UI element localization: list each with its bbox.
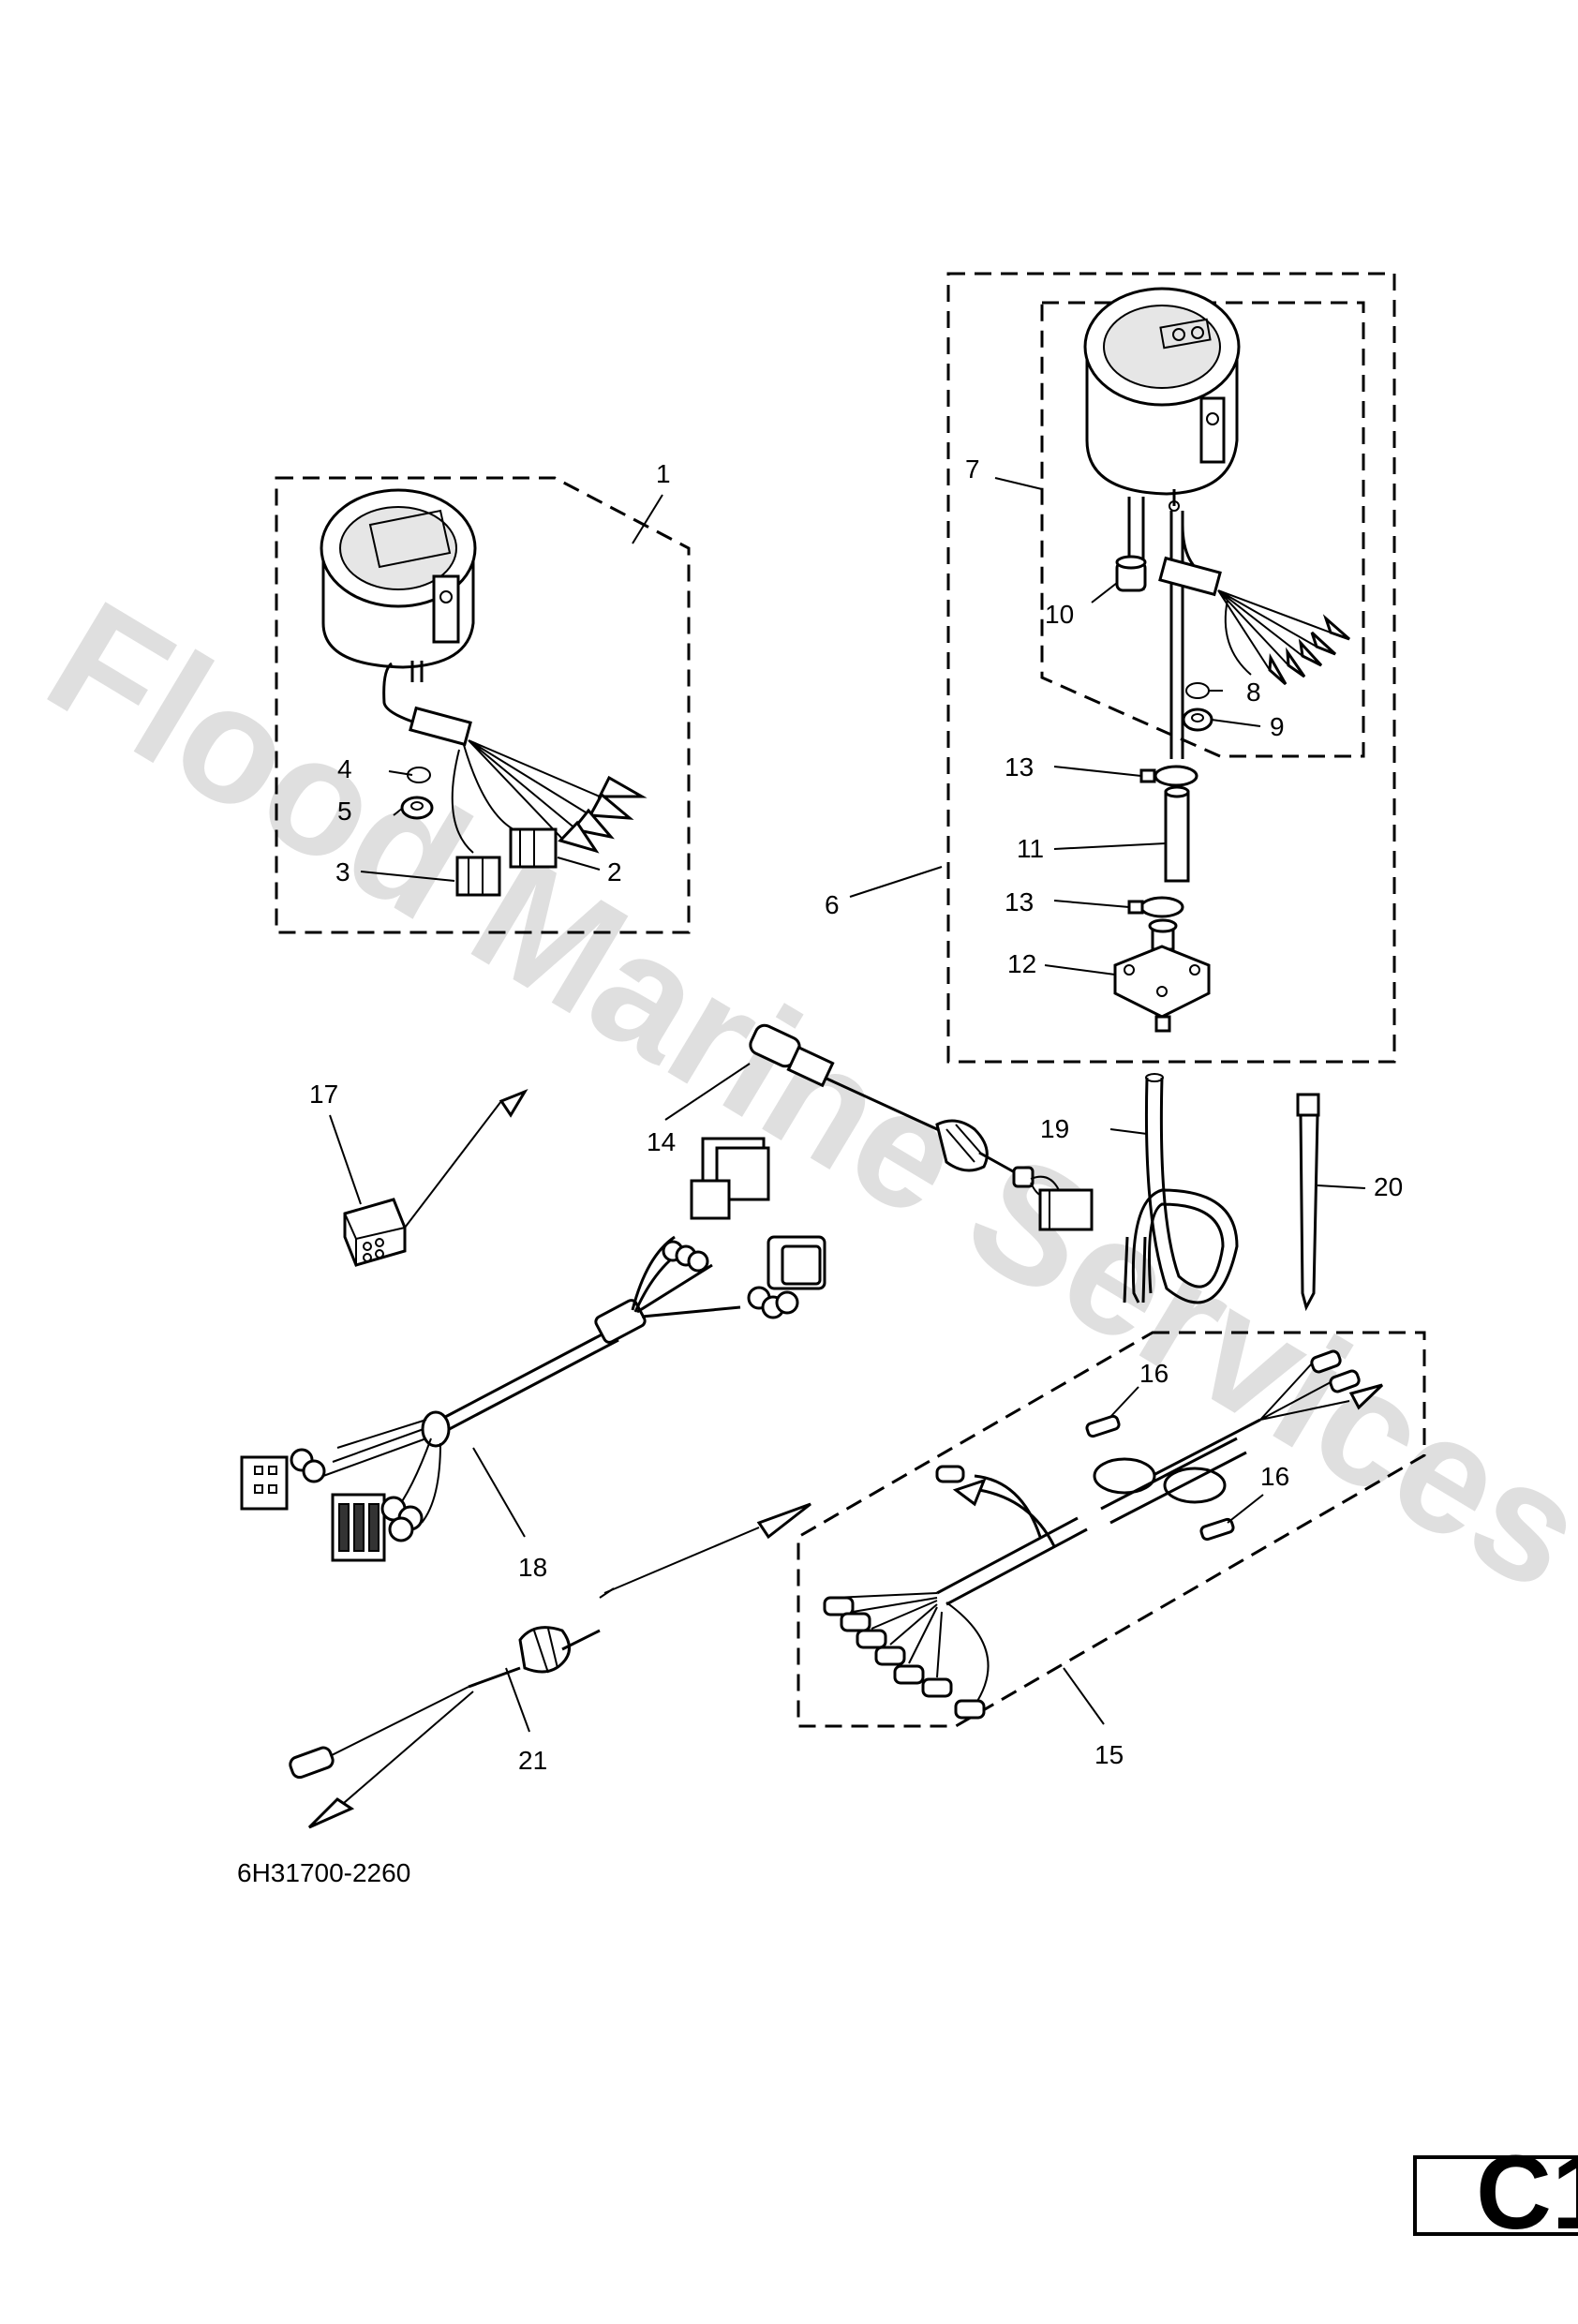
callout-10: 10: [1045, 600, 1074, 629]
leader-lines: [329, 477, 1366, 1733]
callout-4: 4: [337, 754, 352, 783]
callout-3: 3: [335, 857, 350, 886]
callout-16-lower: 16: [1260, 1462, 1289, 1491]
group-1-boundary: [275, 476, 691, 934]
callout-12: 12: [1007, 949, 1036, 978]
page-tab: C1: [1413, 2134, 1578, 2251]
callout-13-lower: 13: [1005, 887, 1034, 916]
part-18-harness: [240, 1137, 826, 1562]
callout-labels: 1 2 3 4 5 6 7 8 9 10 11 12 13 13 14 15 1…: [309, 454, 1403, 1775]
part-14-sensor-cable: [749, 1023, 1094, 1231]
callout-11: 11: [1017, 834, 1044, 863]
meter-assembly-left: [275, 476, 691, 934]
callout-19: 19: [1040, 1114, 1069, 1143]
meter-assembly-right: [946, 272, 1396, 1064]
callout-13-upper: 13: [1005, 752, 1034, 782]
callout-2: 2: [607, 857, 622, 886]
callout-20: 20: [1374, 1172, 1403, 1201]
callout-17: 17: [309, 1080, 338, 1109]
group-7-boundary: [1040, 301, 1365, 758]
callout-15: 15: [1094, 1740, 1124, 1769]
callout-1: 1: [656, 459, 671, 488]
part-15-sub-harness: [796, 1331, 1426, 1728]
callout-9: 9: [1270, 712, 1285, 741]
group-15-boundary: [796, 1331, 1426, 1728]
group-6-boundary: [946, 272, 1396, 1064]
part-21-sensor-lead: [289, 1502, 811, 1829]
drawing-code: 6H31700-2260: [237, 1858, 410, 1887]
part-20-cable-tie: [1296, 1093, 1320, 1312]
part-19-hose: [1123, 1073, 1239, 1304]
callout-14: 14: [647, 1127, 676, 1156]
callout-21: 21: [518, 1746, 547, 1775]
callout-18: 18: [518, 1553, 547, 1582]
callout-7: 7: [965, 454, 980, 484]
callout-6: 6: [825, 890, 840, 919]
page-tab-label: C1: [1476, 2134, 1578, 2251]
part-17-connector: [343, 1088, 528, 1267]
callout-8: 8: [1246, 678, 1261, 707]
callout-16-upper: 16: [1139, 1359, 1169, 1388]
callout-5: 5: [337, 797, 352, 826]
